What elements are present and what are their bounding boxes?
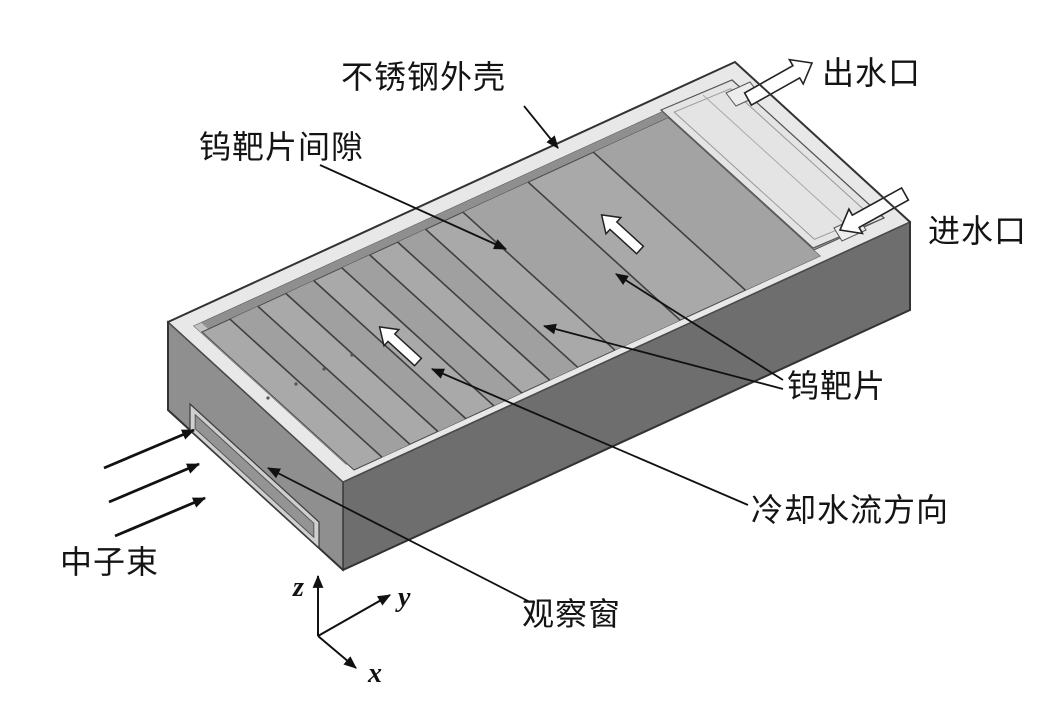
tungsten-plates-stack [201,117,821,471]
plate-strip [230,306,410,458]
plate-strip [341,255,522,406]
y-axis-arrow [317,594,391,637]
x-axis-arrow [317,635,357,669]
cooling-flow-arrow-front [378,326,423,367]
observation-window [189,402,320,550]
label-target-plates: 钨靶片 [787,368,886,404]
plate-gap-leader-line [319,164,507,250]
plate-strip [463,182,681,351]
label-cooling-flow-direction: 冷却水流方向 [751,492,949,528]
cover-step-line [702,94,849,228]
z-axis-label: z [292,572,304,603]
plate-strip [397,229,578,381]
cavity-far-inner-wall [194,80,739,333]
plate-dot [350,353,354,357]
plate-gap-line [397,241,551,381]
beam-arrow [103,428,195,470]
water-inlet-arrow [838,186,910,235]
plate-gap-line [341,267,495,407]
plates-leader-line-lower [542,323,784,390]
label-water-inlet: 进水口 [928,213,1027,249]
plate-gap-line [527,181,681,321]
window-slot [194,413,315,539]
plate-strip [593,118,820,291]
neutron-beam-arrows [103,428,206,538]
plate-dot [322,367,326,371]
water-outlet-arrow [743,58,814,107]
label-water-outlet: 出水口 [822,55,921,91]
label-viewing-window: 观察窗 [522,596,621,632]
x-axis-label: x [367,658,382,689]
plate-gap-line [285,292,439,433]
label-plate-gap: 钨靶片间隙 [199,129,364,165]
y-axis-label: y [395,582,411,613]
label-stainless-steel-shell: 不锈钢外壳 [341,59,506,95]
plate-gap-line [425,228,579,368]
label-neutron-beam: 中子束 [60,544,159,580]
coordinate-axes [312,574,391,669]
plate-gap-line [313,280,467,420]
plate-dot [294,382,298,386]
water-manifold-cover [659,79,886,249]
plate-gap-line [462,211,616,351]
body-outline [167,60,911,572]
plate-strip [285,280,466,432]
cooling-flow-leader-line [431,368,749,506]
plate-gap-line [229,318,383,458]
plate-gap-line [592,151,746,291]
plate-gap-lines [229,151,746,458]
leader-lines [267,105,784,603]
beam-arrow [108,462,200,504]
beam-arrow [114,496,206,538]
cooling-flow-arrow-rear [600,214,645,255]
plate-gap-line [257,305,411,445]
plate-dot [266,396,270,400]
plate-gap-line [369,254,523,394]
shell-leader-line [523,105,559,149]
cover-plate [659,79,886,249]
plates-leader-line-upper [615,273,784,381]
window-leader-line [267,467,531,603]
